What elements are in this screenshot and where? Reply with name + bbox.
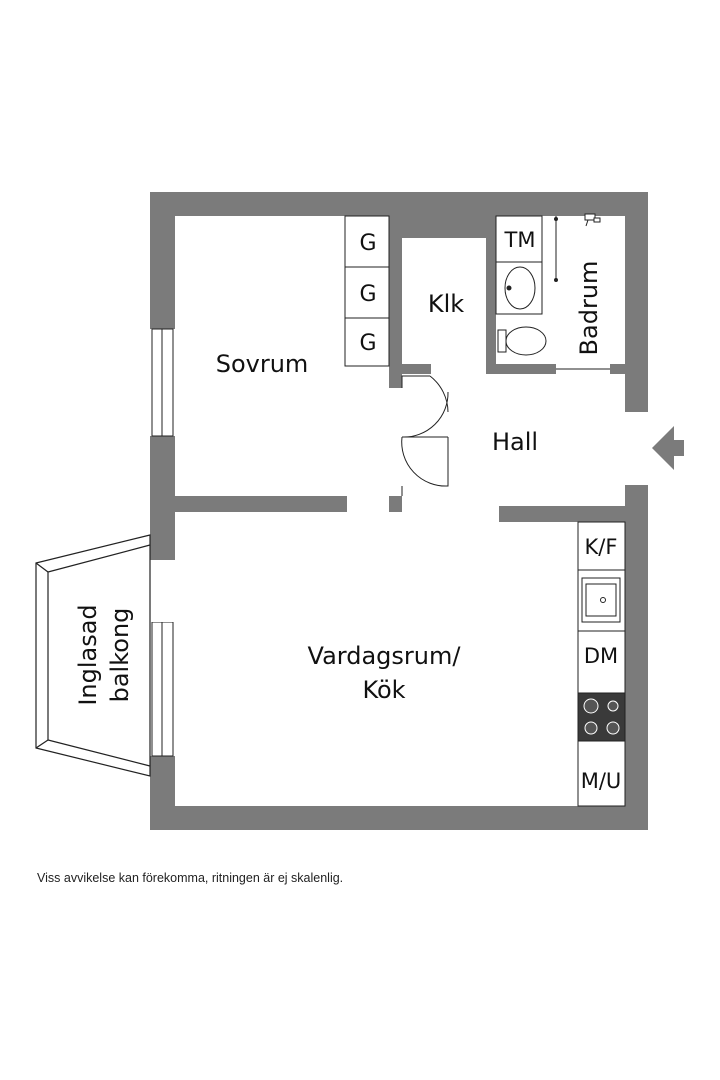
bedroom-door-lower bbox=[401, 436, 449, 487]
room-label-sovrum: Sovrum bbox=[216, 350, 309, 378]
entrance-arrow-icon bbox=[652, 426, 684, 470]
wall-left-mid bbox=[150, 436, 175, 560]
burner-1 bbox=[583, 698, 599, 714]
shower-hose bbox=[585, 219, 589, 227]
sink-icon bbox=[504, 266, 536, 310]
balcony-opening bbox=[150, 560, 175, 622]
wardrobe-3 bbox=[344, 317, 390, 367]
toilet-icon bbox=[497, 326, 547, 356]
walls bbox=[150, 192, 648, 830]
kitchen-fixtures bbox=[577, 521, 626, 807]
balcony-corner-bottom bbox=[35, 739, 49, 749]
sink-drain bbox=[506, 285, 512, 291]
wall-bath-bottom-right bbox=[610, 364, 625, 374]
wall-right-lower bbox=[625, 485, 648, 830]
washing-machine-label: TM bbox=[504, 228, 536, 252]
room-label-klk: Klk bbox=[428, 290, 464, 318]
room-label-hall: Hall bbox=[492, 428, 538, 456]
wall-closet-bath bbox=[486, 216, 496, 374]
dishwasher-label: DM bbox=[584, 644, 618, 668]
wall-bath-bottom bbox=[486, 364, 556, 374]
sink-bowl bbox=[504, 266, 536, 310]
closet-door bbox=[401, 375, 449, 413]
wall-bottom bbox=[150, 806, 648, 830]
room-label-kok: Kök bbox=[362, 676, 405, 704]
room-label-badrum: Badrum bbox=[575, 261, 603, 356]
wardrobe-1-label: G bbox=[359, 231, 376, 256]
burner-3 bbox=[584, 721, 598, 735]
wardrobe-2 bbox=[344, 266, 390, 319]
wall-bedroom-closet bbox=[389, 216, 402, 388]
windows bbox=[150, 328, 175, 757]
wall-top-thick bbox=[392, 216, 496, 238]
bathroom-fixtures bbox=[495, 213, 601, 356]
wall-hall-living bbox=[499, 506, 625, 522]
washing-machine bbox=[495, 215, 543, 263]
burner-4 bbox=[606, 721, 620, 735]
balcony-corner-top bbox=[35, 562, 49, 573]
room-label-inglasad: Inglasad bbox=[74, 604, 102, 705]
entrance-arrow-shape bbox=[652, 426, 684, 470]
kitchen-column bbox=[577, 521, 626, 807]
burner-2 bbox=[607, 700, 619, 712]
stove-icon bbox=[577, 692, 626, 742]
disclaimer-text: Viss avvikelse kan förekomma, ritningen … bbox=[37, 871, 344, 885]
doors bbox=[401, 368, 610, 496]
room-label-vardagsrum: Vardagsrum/ bbox=[308, 642, 462, 670]
shower-valve bbox=[593, 217, 601, 223]
wardrobe-3-label: G bbox=[359, 331, 376, 356]
kitchen-sink-drain bbox=[600, 597, 606, 603]
wardrobes bbox=[344, 215, 390, 367]
microwave-oven-label: M/U bbox=[581, 769, 622, 793]
shower-rail-end bbox=[554, 278, 558, 282]
wardrobe-1 bbox=[344, 215, 390, 268]
wall-bedroom-bottom-right bbox=[389, 496, 402, 512]
wall-bedroom-bottom bbox=[175, 496, 347, 512]
wardrobe-2-label: G bbox=[359, 282, 376, 307]
balcony-glazing bbox=[47, 544, 151, 767]
wall-closet-bottom bbox=[389, 364, 431, 374]
bedroom-door-upper bbox=[401, 391, 449, 438]
toilet-tank bbox=[497, 329, 507, 353]
room-label-balkong: balkong bbox=[106, 608, 134, 703]
kitchen-sink-icon bbox=[581, 577, 621, 623]
wall-top bbox=[150, 192, 648, 216]
stove-top bbox=[577, 692, 626, 742]
fridge-freezer-label: K/F bbox=[585, 535, 618, 559]
shower-head bbox=[584, 213, 596, 221]
wall-left-top bbox=[150, 192, 175, 329]
shower-icon bbox=[554, 213, 601, 282]
balcony bbox=[35, 534, 151, 777]
shower-drain bbox=[554, 217, 558, 221]
wall-right-upper bbox=[625, 192, 648, 412]
toilet-bowl bbox=[505, 326, 547, 356]
